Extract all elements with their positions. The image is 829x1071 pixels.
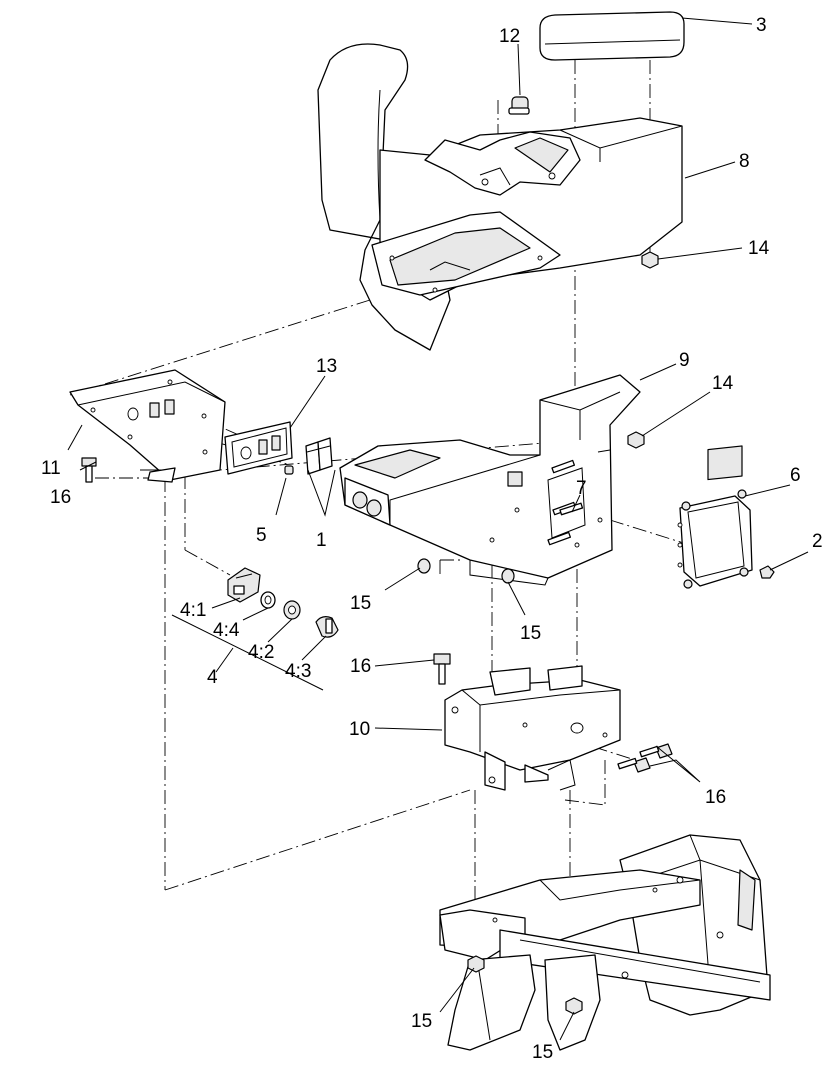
callout-10: 10 [349, 719, 370, 740]
callout-9: 9 [679, 350, 690, 371]
nut-14-middle [627, 431, 645, 449]
callout-16-right: 16 [705, 787, 726, 808]
callout-4-3: 4:3 [285, 661, 311, 682]
switch-pair [305, 437, 333, 475]
callout-2: 2 [812, 531, 823, 552]
callout-6: 6 [790, 465, 801, 486]
callout-15-bottom-left: 15 [411, 1011, 432, 1032]
callout-16-middle: 16 [350, 656, 371, 677]
screw-5 [284, 465, 294, 475]
callout-15-left: 15 [350, 593, 371, 614]
control-module [677, 445, 753, 589]
callout-5: 5 [256, 525, 267, 546]
callout-1: 1 [316, 530, 327, 551]
armrest-pad [539, 11, 685, 61]
bolt-16-right-upper [639, 743, 673, 759]
decal-plate [224, 421, 293, 475]
bolt-16-middle [433, 653, 451, 685]
nut-15-bottom-right [565, 997, 583, 1015]
callout-13: 13 [316, 356, 337, 377]
switch-bracket [69, 369, 226, 483]
bolt-16-right-lower [617, 757, 651, 773]
callout-labels: 3 12 8 14 9 14 13 11 16 6 7 5 1 2 15 15 … [41, 15, 823, 1063]
knob-part [508, 96, 530, 115]
spacer-15-right [501, 568, 515, 584]
callout-14-middle: 14 [712, 373, 734, 394]
callout-4-2: 4:2 [248, 642, 274, 663]
bolt-16-left [81, 457, 97, 483]
callout-15-bottom-right: 15 [532, 1042, 553, 1063]
callout-15-right: 15 [520, 623, 541, 644]
main-mount-bracket [339, 374, 641, 586]
screw-2 [759, 565, 775, 579]
console-housing [317, 43, 683, 351]
nut-15-bottom-left [467, 955, 485, 973]
nut-14-upper [641, 251, 659, 269]
callout-16-left: 16 [50, 487, 71, 508]
callout-14-upper: 14 [748, 238, 770, 259]
callout-leaders [67, 17, 809, 1041]
callout-7: 7 [576, 478, 587, 499]
callout-8: 8 [739, 151, 750, 172]
callout-4: 4 [207, 667, 218, 688]
callout-3: 3 [756, 15, 767, 36]
ignition-switch-assembly [227, 567, 339, 638]
lower-support-bracket [444, 665, 621, 791]
chassis-frame [439, 834, 771, 1051]
callout-4-1: 4:1 [180, 600, 206, 621]
callout-12: 12 [499, 26, 520, 47]
callout-4-4: 4:4 [213, 620, 240, 641]
spacer-15-left [417, 558, 431, 574]
callout-11: 11 [41, 458, 61, 479]
